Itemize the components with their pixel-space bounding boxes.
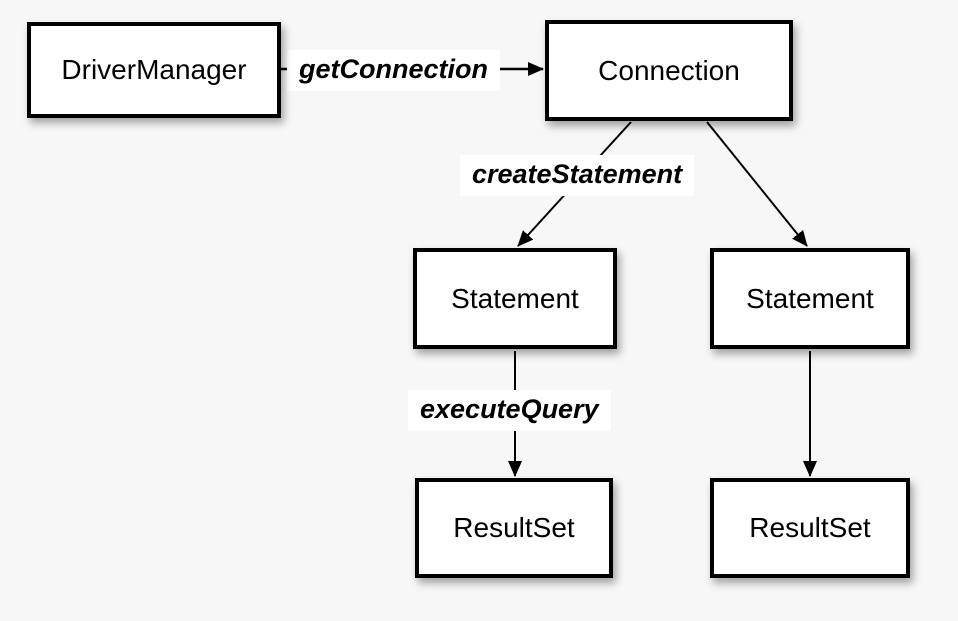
node-statement-left: Statement	[413, 248, 617, 349]
edge-label-createstatement: createStatement	[460, 155, 695, 196]
node-statement-right-label: Statement	[746, 282, 874, 314]
node-connection: Connection	[545, 20, 793, 121]
node-statement-right: Statement	[710, 248, 910, 349]
node-driver-manager: DriverManager	[27, 22, 281, 118]
edge-label-getconnection: getConnection	[287, 50, 500, 91]
node-resultset-left-label: ResultSet	[453, 512, 575, 543]
node-resultset-right-label: ResultSet	[749, 512, 871, 543]
node-statement-left-label: Statement	[451, 282, 579, 314]
node-resultset-left: ResultSet	[415, 478, 613, 578]
node-connection-label: Connection	[598, 54, 740, 86]
node-driver-manager-label: DriverManager	[61, 54, 247, 85]
edge-label-executequery: executeQuery	[408, 390, 611, 431]
node-resultset-right: ResultSet	[710, 478, 910, 578]
edge-connection-to-right-statement-arrow	[706, 121, 808, 247]
